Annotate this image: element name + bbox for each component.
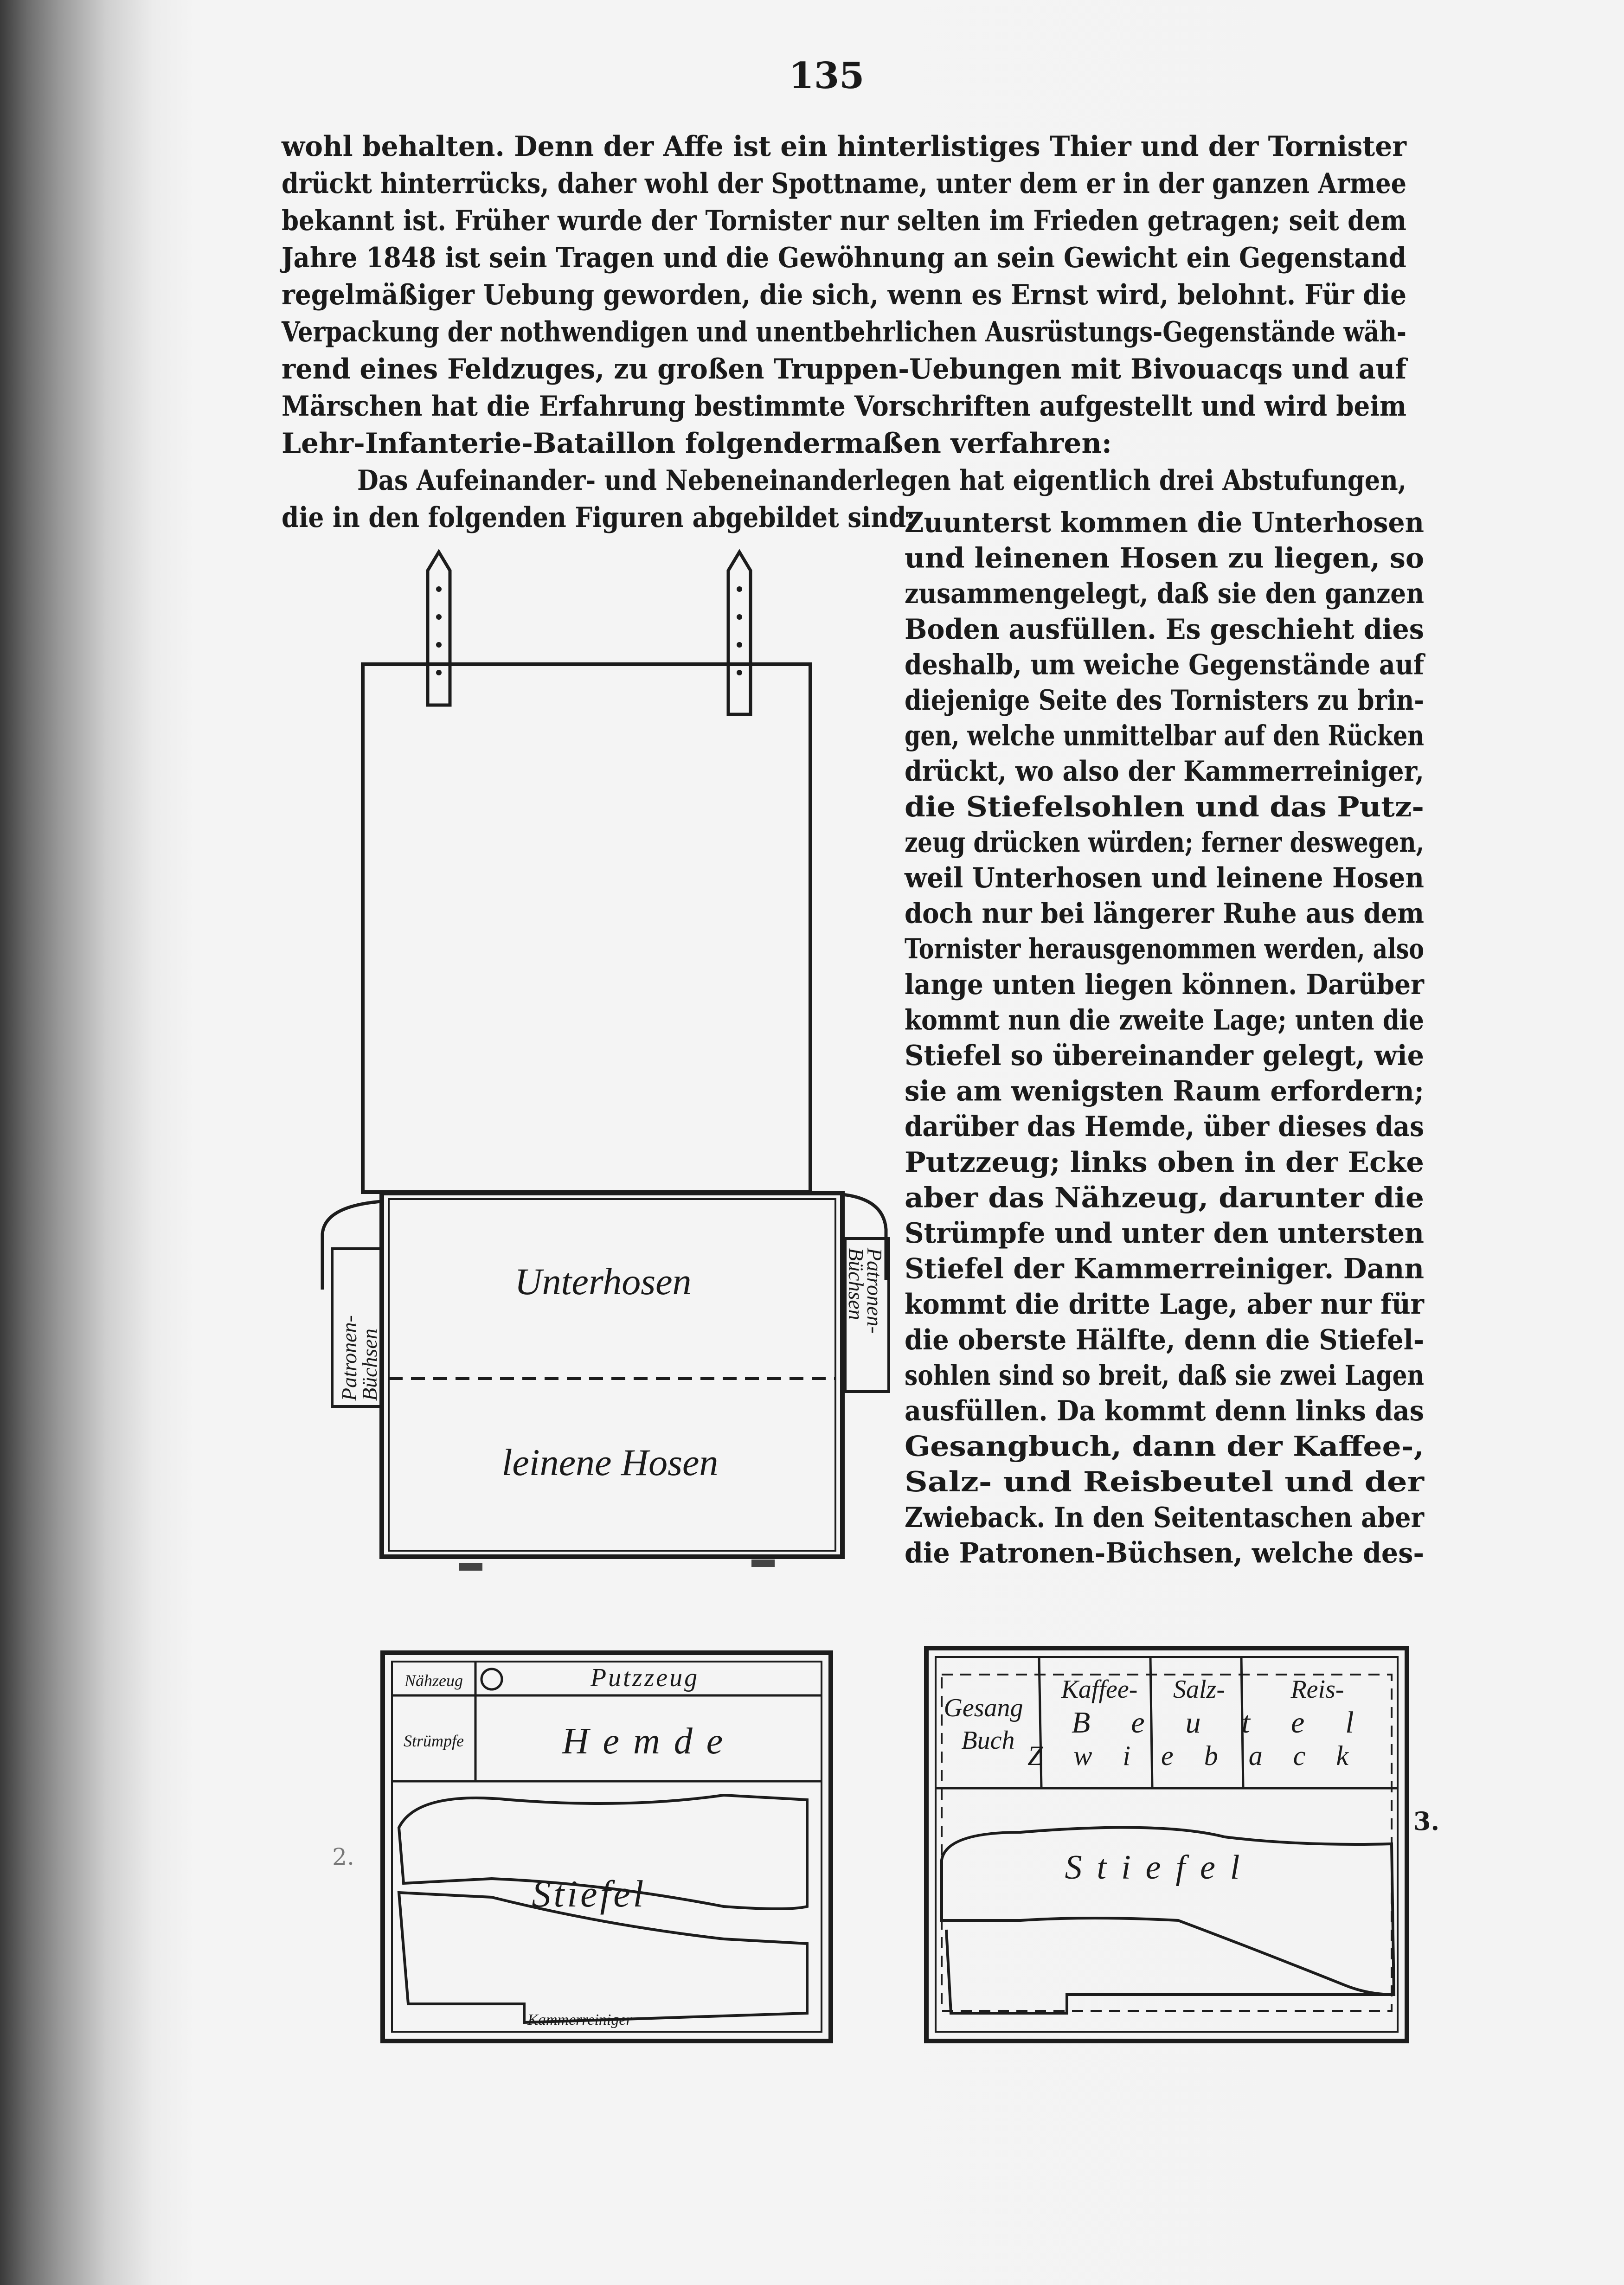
body-line: Lehr-Infanterie-Bataillon folgendermaßen… [282,427,1112,460]
right-column-line: Boden ausfüllen. Es geschieht dies [905,613,1424,646]
label-gesang: Gesang [944,1694,1023,1722]
right-column-line: drückt, wo also der Kammerreiniger, [905,755,1424,788]
body-line: drückt hinterrücks, daher wohl der Spott… [282,167,1406,200]
right-column-line: die Patronen-Büchsen, welche des- [905,1537,1424,1569]
stiefel-shape [940,1826,1396,1996]
right-column-line: lange unten liegen können. Darüber [905,969,1425,1001]
right-column-line: gen, welche unmittelbar auf den Rücken [905,720,1424,752]
figure-3-inner-frame [935,1656,1399,2033]
right-column-line: doch nur bei längerer Ruhe aus dem [905,898,1424,930]
right-column-line: Tornister herausgenommen werden, also [905,933,1424,965]
right-column-line: Stiefel so übereinander gelegt, wie [905,1040,1424,1072]
label-struempfe: Strümpfe [404,1732,464,1750]
right-column-line: Zuunterst kommen die Unterhosen [905,507,1424,539]
label-reis: Reis- [1290,1675,1344,1704]
figure-2-inner-frame [391,1661,822,2033]
right-column-line: Gesangbuch, dann der Kaffee-, [905,1431,1424,1463]
right-column-line: Putzzeug; links oben in der Ecke [905,1146,1424,1179]
right-column-line: kommt die dritte Lage, aber nur für [905,1288,1425,1321]
right-column-line: und leinenen Hosen zu liegen, so [905,542,1424,575]
tornister-body [379,1191,845,1559]
buckle-right [751,1560,775,1567]
stiefel-shape-2 [397,1891,809,2024]
right-column-line: kommt nun die zweite Lage; unten die [905,1004,1424,1036]
body-line: Jahre 1848 ist sein Tragen und die Gewöh… [279,242,1406,274]
buckle-left [459,1563,482,1571]
figure-2-frame [380,1650,833,2043]
right-column-line: zusammengelegt, daß sie den ganzen [905,578,1424,610]
tornister-lid [361,662,812,1194]
body-line: regelmäßiger Uebung geworden, die sich, … [282,279,1406,311]
label-beutel: Beutel [1072,1706,1395,1739]
right-column-line: weil Unterhosen und leinene Hosen [904,862,1424,894]
side-flap-right [842,1193,888,1280]
right-column-line: Zwieback. In den Seitentaschen aber [905,1502,1425,1534]
label-stiefel: Stiefel [532,1873,647,1915]
label-unterhosen: Unterhosen [514,1260,691,1303]
label-patronen-left-2: Büchsen [358,1329,381,1401]
right-column-line: sohlen sind so breit, daß sie zwei Lagen [905,1359,1424,1392]
page-number: 135 [789,55,865,97]
right-column-line: sie am wenigsten Raum erfordern; [905,1075,1424,1108]
right-column-line: die Stiefelsohlen und das Putz- [905,791,1424,823]
right-column-line: Salz- und Reisbeutel und der [905,1466,1425,1498]
label-patronen-right-1: Patronen- [863,1247,886,1334]
strap-right [726,549,752,716]
right-column-line: darüber das Hemde, über dieses das [905,1110,1424,1143]
figure-2-second-layer: Nähzeug Putzzeug Strümpfe Hemde Stiefel … [332,1650,833,2043]
label-kaffee: Kaffee- [1061,1675,1138,1704]
label-kammerreiniger: Kammerreiniger [527,2011,632,2028]
stiefel-shape-1 [397,1793,809,1910]
label-zwieback: Zwieback [1027,1740,1379,1771]
body-line: Verpackung der nothwendigen und unentbeh… [281,316,1406,348]
figure-3-frame [924,1646,1409,2043]
figure-3-third-layer: Gesang Buch Kaffee- Salz- Reis- Beutel Z… [924,1646,1439,2043]
label-leinene-hosen: leinene Hosen [502,1441,719,1483]
patronen-box-left [331,1247,383,1408]
stiefel-sole [945,1929,1392,2015]
right-column-line: diejenige Seite des Tornisters zu brin- [905,684,1424,717]
right-column-line: aber das Nähzeug, darunter die [905,1181,1424,1214]
tornister-body-inner [388,1198,836,1552]
right-column-line: die oberste Hälfte, denn die Stiefel- [905,1324,1424,1356]
side-flap-left [321,1200,382,1290]
label-stiefel: Stiefel [1065,1849,1255,1887]
body-line: bekannt ist. Früher wurde der Tornister … [282,205,1406,237]
label-patronen-left-1: Patronen- [337,1315,361,1401]
strap-left [426,549,452,707]
right-column-line: zeug drücken würden; ferner deswegen, [905,826,1424,859]
figure-1-tornister: Unterhosen leinene Hosen Patronen- Büchs… [321,549,890,1571]
body-line: die in den folgenden Figuren abgebildet … [282,501,915,534]
body-line: Das Aufeinander- und Nebeneinanderlegen … [357,464,1406,497]
body-text: wohl behalten. Denn der Affe ist ein hin… [279,130,1408,534]
right-column-line: deshalb, um weiche Gegenstände auf [905,648,1426,681]
body-line: wohl behalten. Denn der Affe ist ein hin… [281,130,1407,163]
right-column-line: Stiefel der Kammerreiniger. Dann [905,1253,1424,1285]
strap-holes [436,586,742,675]
right-column-line: ausfüllen. Da kommt denn links das [905,1395,1424,1427]
figure-2-number: 2. [332,1843,354,1870]
label-patronen-right-2: Büchsen [844,1248,868,1320]
label-hemde: Hemde [562,1721,737,1762]
circle-mark [480,1668,503,1691]
label-salz: Salz- [1173,1675,1225,1704]
figure-3-number: 3. [1413,1806,1439,1836]
label-naehzeug: Nähzeug [404,1671,463,1690]
label-buch: Buch [961,1726,1014,1755]
label-putzzeug: Putzzeug [590,1663,699,1692]
body-line: Märschen hat die Erfahrung bestimmte Vor… [282,390,1406,423]
patronen-box-right [844,1237,890,1393]
right-column-line: Strümpfe und unter den untersten [905,1217,1424,1250]
body-line: rend eines Feldzuges, zu großen Truppen-… [282,353,1408,385]
